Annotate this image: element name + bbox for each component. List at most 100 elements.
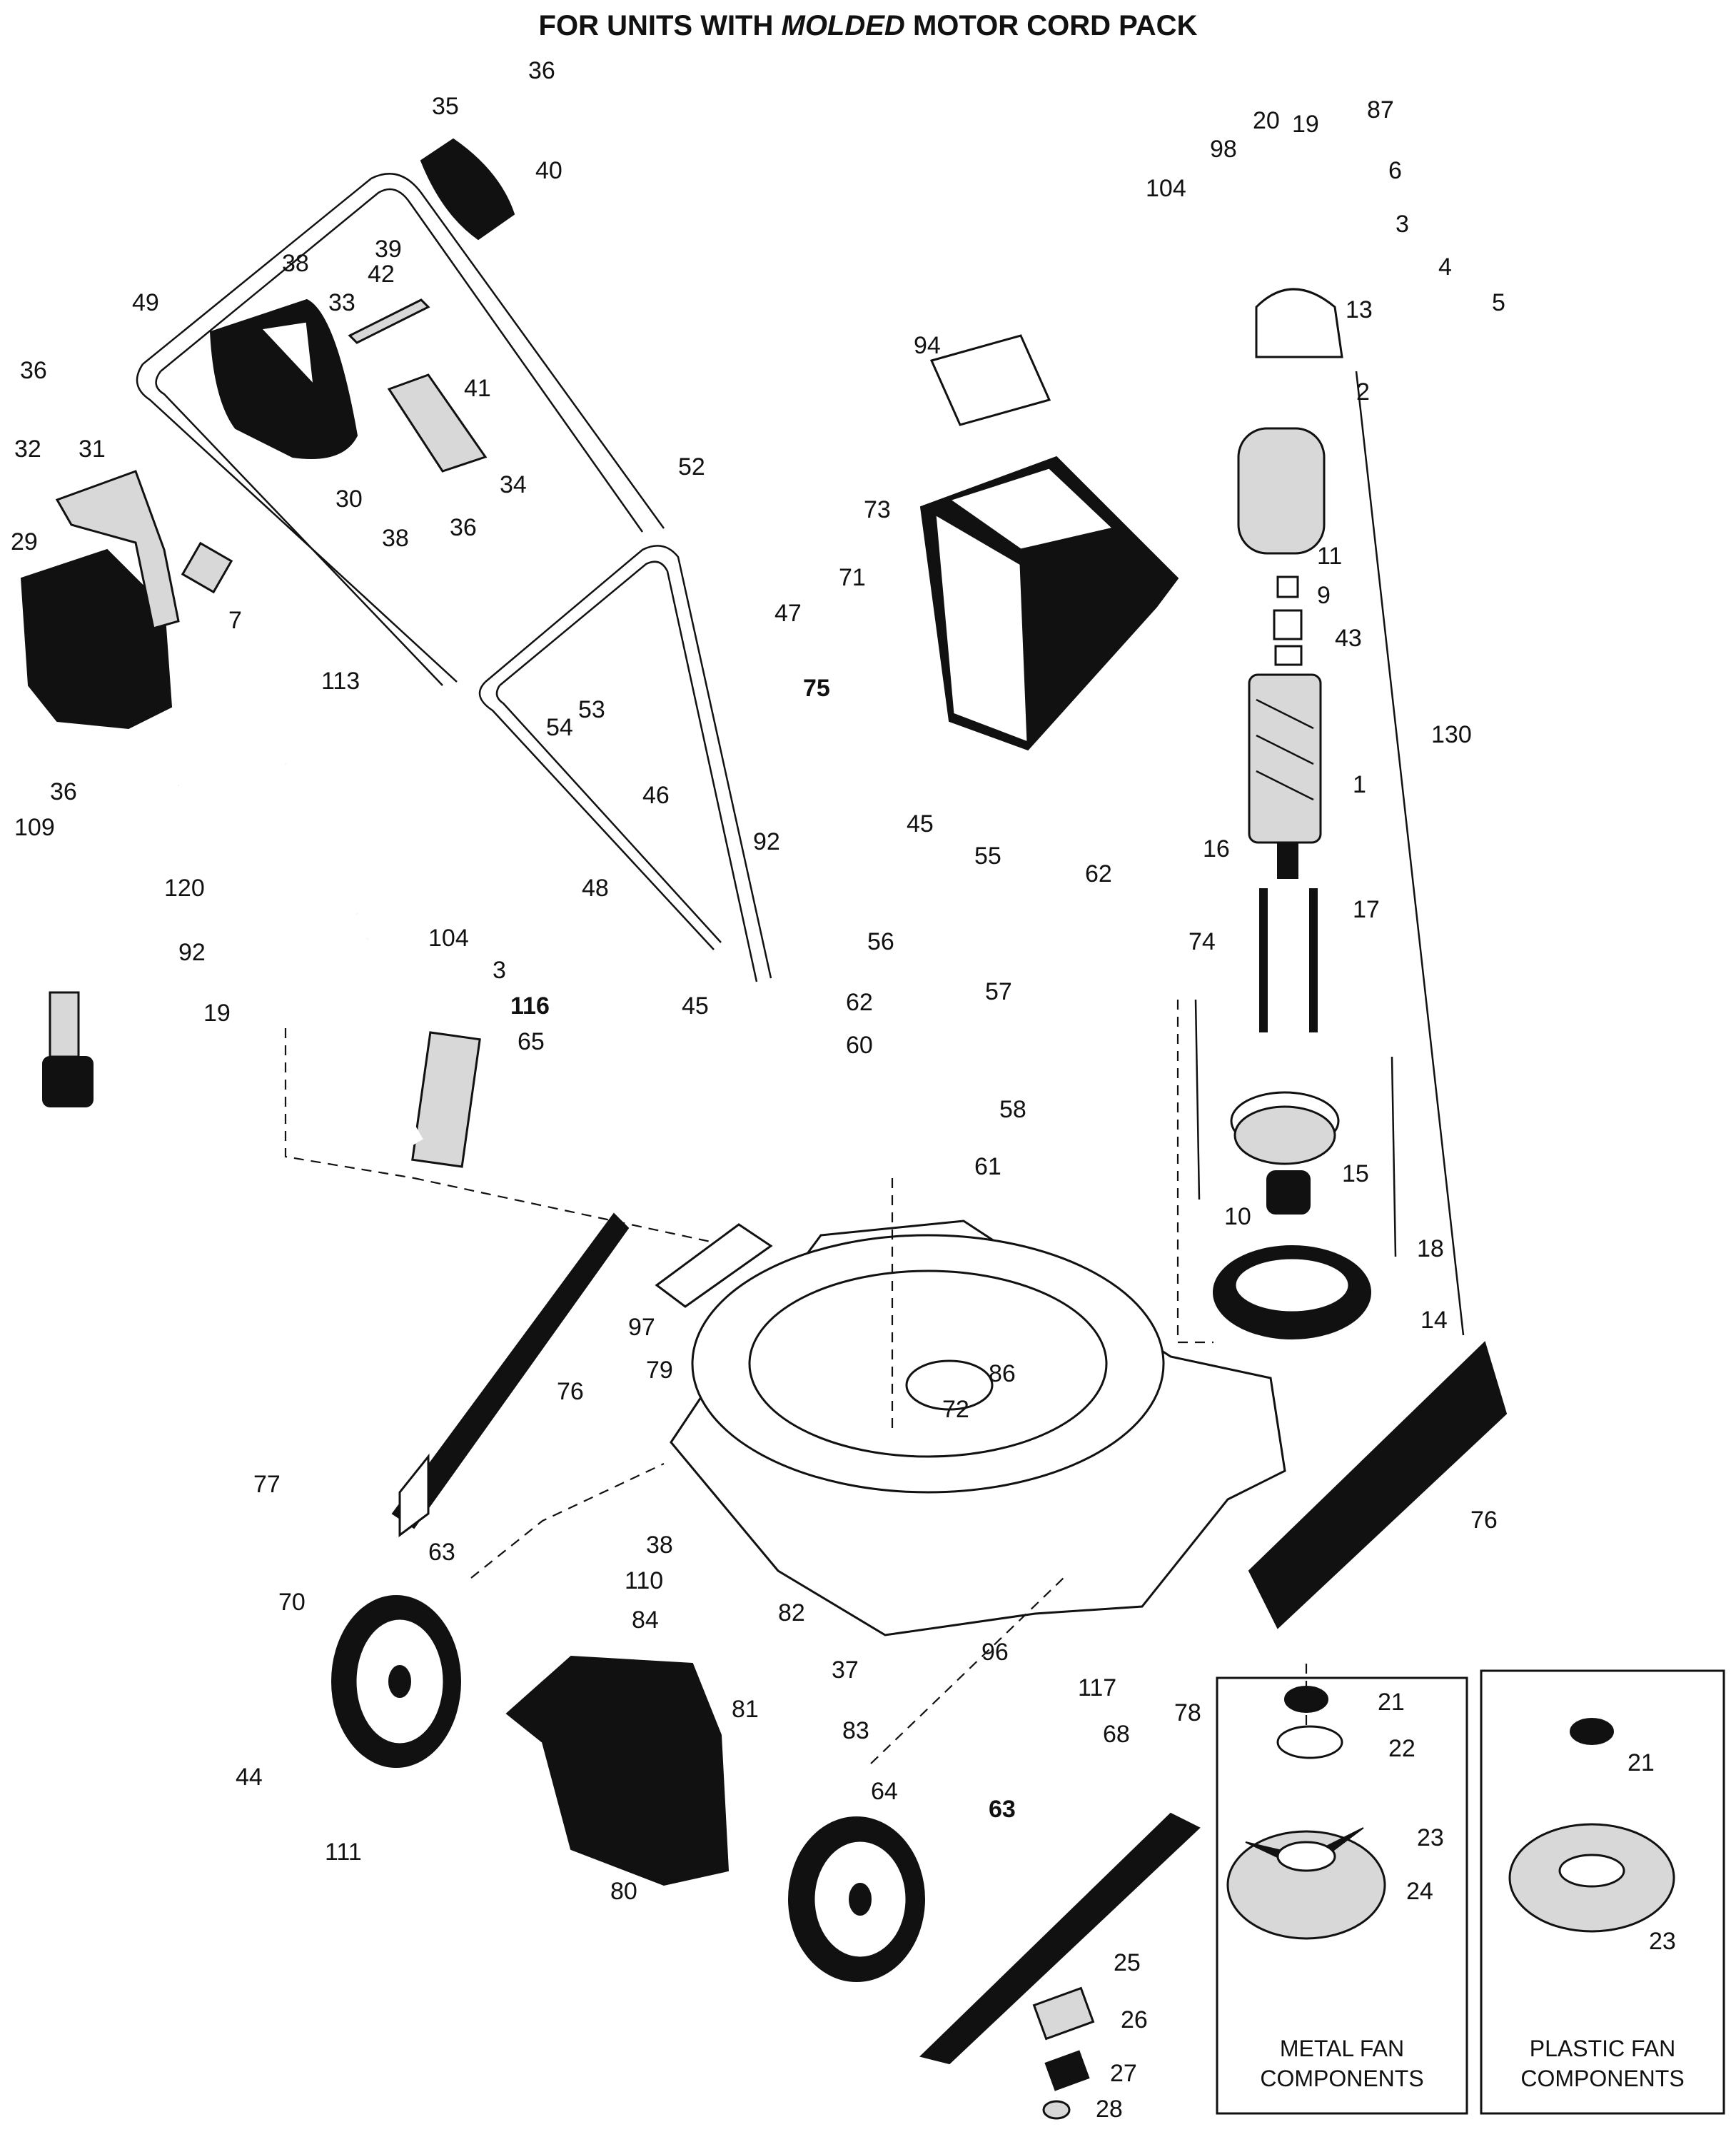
part-label-31: 31 <box>79 436 106 463</box>
part-label-94: 94 <box>914 332 941 359</box>
part-label-33: 33 <box>328 289 355 316</box>
part-label-92: 92 <box>753 828 780 855</box>
part-label-25: 25 <box>1114 1949 1141 1976</box>
part-label-20: 20 <box>1253 107 1280 134</box>
part-label-64: 64 <box>871 1778 898 1805</box>
title-prefix: FOR UNITS WITH <box>538 10 782 41</box>
part-label-78: 78 <box>1174 1699 1201 1726</box>
upper-handle <box>136 173 665 686</box>
part-label-36: 36 <box>528 57 555 84</box>
part-label-47: 47 <box>774 600 802 627</box>
motor-cover-front <box>934 512 1029 745</box>
diagram-title: FOR UNITS WITH MOLDED MOTOR CORD PACK <box>0 10 1736 42</box>
part-label-5: 5 <box>1492 289 1505 316</box>
plastic-fan-box <box>1480 1669 1725 2115</box>
part-label-82: 82 <box>778 1599 805 1626</box>
label-94 <box>929 334 1051 426</box>
part-label-68: 68 <box>1103 1721 1130 1748</box>
part-label-54: 54 <box>546 714 573 741</box>
part-label-76b: 76 <box>1470 1507 1498 1534</box>
nut-28 <box>1042 2100 1071 2120</box>
part-label-52: 52 <box>678 453 705 481</box>
part-label-10: 10 <box>1224 1203 1251 1230</box>
part-label-21b: 21 <box>1628 1749 1655 1776</box>
metal-fan <box>1226 1686 1386 1940</box>
rail-76-left-end <box>398 1453 430 1537</box>
handle-cap-35 <box>420 138 515 241</box>
part-label-109: 109 <box>14 814 55 841</box>
rail-76-right <box>1248 1341 1508 1629</box>
plastic-fan-caption-2: COMPONENTS <box>1520 2066 1684 2091</box>
part-label-36c: 36 <box>20 357 47 384</box>
part-label-57: 57 <box>985 978 1012 1005</box>
power-cord-120 <box>42 758 364 1107</box>
title-suffix: MOTOR CORD PACK <box>904 10 1198 41</box>
part-label-14: 14 <box>1420 1307 1448 1334</box>
part-label-1: 1 <box>1353 771 1366 798</box>
part-label-4: 4 <box>1438 253 1452 281</box>
part-label-23: 23 <box>1417 1824 1444 1851</box>
electric-motor <box>1213 288 1371 1339</box>
part-label-116: 116 <box>510 992 550 1020</box>
metal-fan-caption-1: METAL FAN <box>1280 2036 1404 2061</box>
part-label-45b: 45 <box>682 992 709 1020</box>
part-label-29: 29 <box>11 528 38 555</box>
part-label-7: 7 <box>228 607 242 634</box>
part-label-2: 2 <box>1356 378 1370 406</box>
alignment-dash-2 <box>284 1028 415 1180</box>
part-label-58: 58 <box>999 1096 1026 1123</box>
part-label-37: 37 <box>832 1656 859 1684</box>
part-label-26: 26 <box>1121 2006 1148 2033</box>
part-label-22: 22 <box>1388 1735 1415 1762</box>
switch-lever-33 <box>348 298 430 344</box>
part-label-40: 40 <box>535 157 562 184</box>
part-label-77: 77 <box>253 1471 281 1498</box>
part-label-81: 81 <box>732 1696 759 1723</box>
motor-cover-top <box>947 466 1116 551</box>
part-label-70: 70 <box>278 1589 306 1616</box>
blade-slot <box>1012 1926 1086 1993</box>
part-label-32: 32 <box>14 436 41 463</box>
part-label-46: 46 <box>642 782 670 809</box>
alignment-dash-4 <box>1176 1000 1213 1344</box>
alignment-dash-5 <box>470 1463 665 1579</box>
part-label-61: 61 <box>974 1153 1001 1180</box>
lawn-mower-deck <box>670 1220 1286 1636</box>
part-label-55: 55 <box>974 843 1001 870</box>
part-label-45: 45 <box>907 810 934 838</box>
part-label-92b: 92 <box>178 939 206 966</box>
part-label-97: 97 <box>628 1314 655 1341</box>
wire-130 <box>1355 371 1465 1336</box>
part-label-19: 19 <box>203 1000 231 1027</box>
part-label-71: 71 <box>839 564 866 591</box>
part-label-104b: 104 <box>1146 175 1186 202</box>
switch-box-34 <box>387 373 488 473</box>
switch-7 <box>181 541 233 594</box>
bolt-18 <box>1391 1056 1397 1257</box>
metal-fan-box <box>1216 1676 1468 2115</box>
switch-housing-window <box>258 320 316 389</box>
lower-handle <box>478 545 772 982</box>
part-label-120: 120 <box>164 875 205 902</box>
switch-assembly-29 <box>20 548 173 730</box>
part-label-65: 65 <box>518 1028 545 1055</box>
part-label-27: 27 <box>1110 2060 1137 2087</box>
washer-27 <box>1044 2050 1090 2091</box>
blade-25 <box>919 1812 1201 2065</box>
part-label-79: 79 <box>646 1357 673 1384</box>
part-label-35: 35 <box>432 93 459 120</box>
switch-housing-30 <box>209 298 358 459</box>
wheel-rear <box>788 1816 925 1982</box>
title-emphasis: MOLDED <box>781 10 905 41</box>
part-label-9: 9 <box>1317 582 1331 609</box>
part-label-39: 39 <box>375 236 402 263</box>
part-label-38b: 38 <box>382 525 409 552</box>
part-label-53: 53 <box>578 696 605 723</box>
part-label-23b: 23 <box>1649 1928 1676 1955</box>
part-label-75: 75 <box>803 675 830 702</box>
switch-arm-31 <box>55 470 180 630</box>
part-label-62b: 62 <box>1085 860 1112 888</box>
part-label-56: 56 <box>867 928 894 955</box>
plastic-fan <box>1508 1718 1675 1933</box>
part-label-60: 60 <box>846 1032 873 1059</box>
